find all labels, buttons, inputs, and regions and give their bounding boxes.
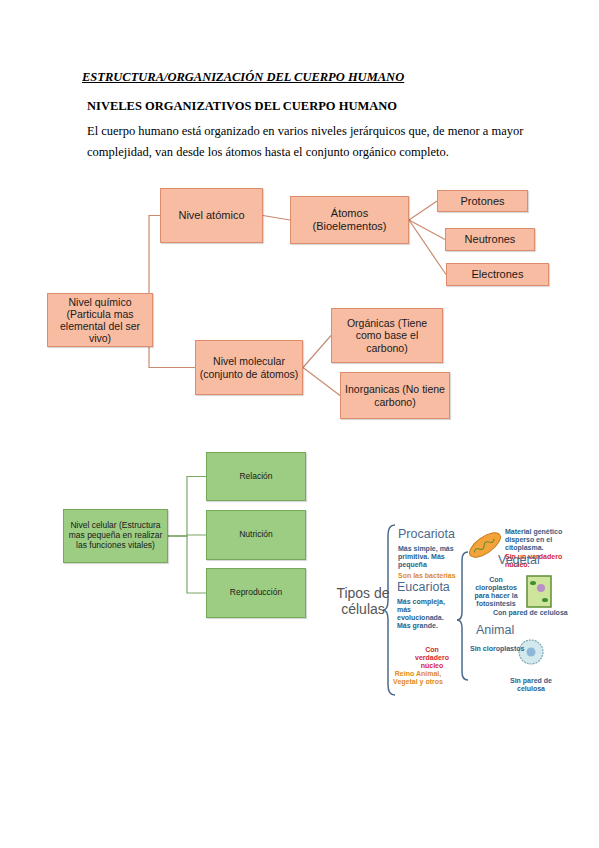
plant-nucleus [537, 584, 545, 592]
section-heading: NIVELES ORGANIZATIVOS DEL CUERPO HUMANO [87, 99, 397, 114]
connector-line [303, 336, 331, 368]
connector-line [409, 220, 446, 275]
chloroplast [542, 598, 548, 602]
plant-cell-wall [527, 576, 551, 607]
connector-line [149, 216, 160, 294]
bacteria-dna [473, 537, 495, 554]
cell-description: Material genético disperso en el citopla… [505, 528, 565, 552]
chemical-level-box: Electrones [446, 263, 549, 286]
box-text: Relación [239, 472, 272, 482]
cell-description: Con pared de celulosa [493, 609, 568, 616]
connector-line [168, 536, 206, 593]
chemical-level-box: Neutrones [445, 228, 535, 251]
brace [383, 525, 395, 695]
cell-level-box: Nivel celular (Estructura mas pequeña en… [63, 509, 168, 563]
cell-type-name: Vegetal [498, 553, 540, 567]
cell-description: Con cloroplastos para hacer la fotosínte… [470, 576, 522, 608]
box-text: Nivel celular (Estructura mas pequeña en… [67, 521, 164, 550]
plant-cell-image [527, 576, 551, 607]
cell-level-box: Relación [206, 452, 306, 501]
connector-line [409, 220, 445, 240]
connector-line [168, 477, 206, 537]
chemical-level-box: Orgánicas (Tiene como base el carbono) [331, 308, 443, 363]
box-text: Nutrición [239, 530, 273, 540]
cell-description: Más simple, más primitiva. Más pequeña [398, 545, 460, 569]
cell-example: Son las bacterias [398, 572, 456, 579]
cell-type-name: Animal [476, 623, 514, 637]
cell-description: Sin cloroplastos [470, 645, 524, 652]
brace [457, 552, 468, 680]
chloroplast [530, 581, 536, 585]
chemical-level-box: Nivel atómico [160, 188, 263, 243]
box-text: Nivel atómico [178, 209, 244, 222]
box-text: Neutrones [465, 233, 516, 246]
box-text: Nivel químico (Particula mas elemental d… [51, 296, 149, 344]
box-text: Electrones [472, 268, 524, 281]
box-text: Reproducción [230, 588, 282, 598]
cell-example: Reino Animal, Vegetal y otros [385, 670, 451, 686]
box-text: Orgánicas (Tiene como base el carbono) [335, 317, 439, 353]
connector-line [409, 201, 437, 220]
page-title: ESTRUCTURA/ORGANIZACIÓN DEL CUERPO HUMAN… [82, 70, 404, 85]
cell-description: Con verdadero núcleo [412, 646, 452, 670]
connector-line [303, 368, 340, 396]
connector-line [263, 216, 290, 221]
cell-type-name: Procariota [398, 527, 455, 541]
box-text: Nivel molecular (conjunto de átomos) [199, 355, 299, 379]
cell-description: Más compleja, más evolucionada. Más gran… [397, 598, 457, 630]
intro-paragraph: El cuerpo humano está organizado en vari… [87, 121, 539, 163]
box-text: Inorganicas (No tiene carbono) [344, 383, 446, 407]
chemical-level-box: Nivel químico (Particula mas elemental d… [47, 293, 153, 347]
animal-nucleus [527, 648, 536, 657]
box-text: Protones [460, 195, 504, 208]
box-text: Átomos (Bioelementos) [294, 207, 405, 232]
cell-level-box: Reproducción [206, 568, 306, 618]
chemical-level-box: Protones [437, 190, 528, 212]
cell-description: Sin pared de celulosa [507, 677, 555, 693]
chemical-level-box: Inorganicas (No tiene carbono) [340, 372, 450, 419]
illustration-heading: Tipos de células [336, 585, 390, 617]
chemical-level-box: Nivel molecular (conjunto de átomos) [195, 340, 303, 395]
cell-level-box: Nutrición [206, 510, 306, 560]
cell-type-name: Eucariota [397, 580, 450, 594]
animal-cell-membrane [519, 640, 543, 664]
animal-cell-image [519, 640, 543, 664]
connector-line [149, 347, 195, 368]
chemical-level-box: Átomos (Bioelementos) [290, 196, 409, 244]
